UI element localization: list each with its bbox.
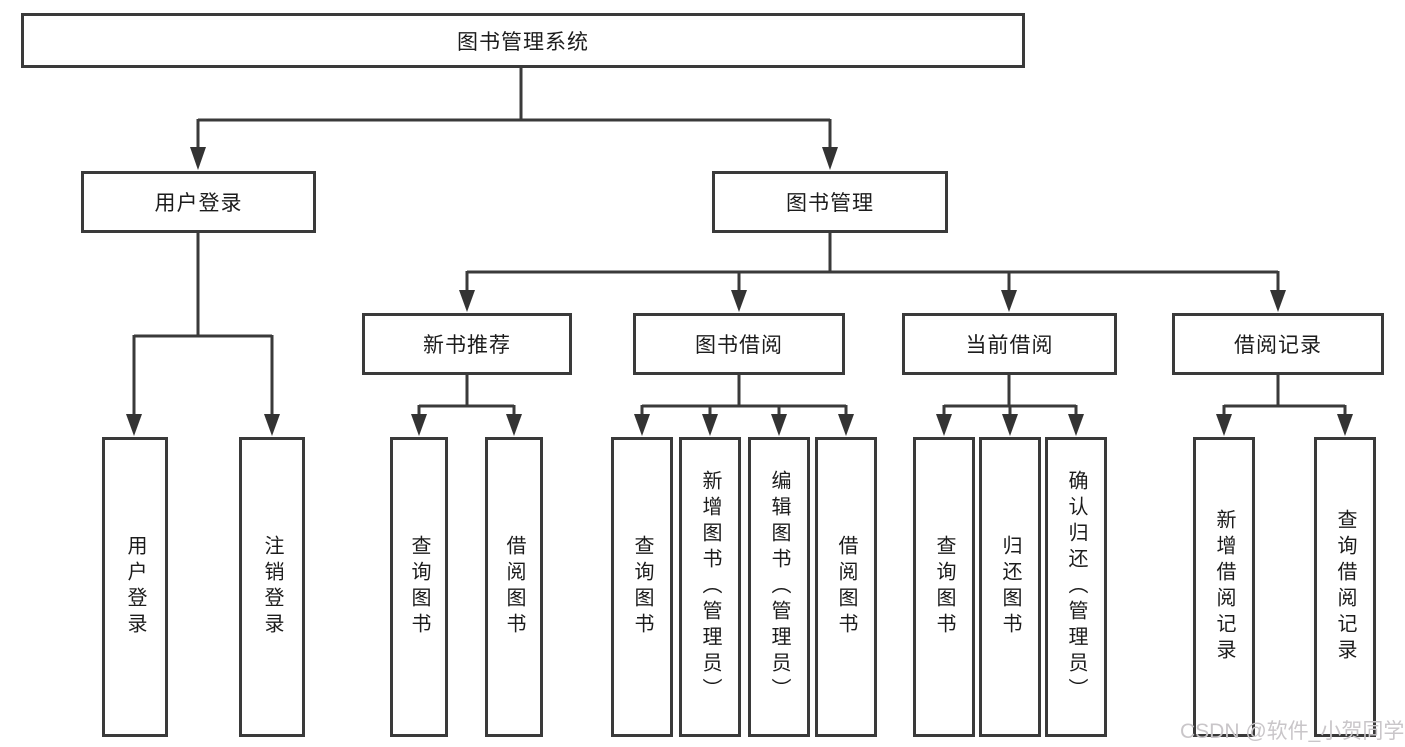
leaf-return-books-label: 归还图书 — [999, 535, 1021, 639]
watermark: CSDN @软件_小贺同学 — [1180, 720, 1405, 743]
leaf-add-books-admin: 新增图书（管理员） — [679, 437, 741, 737]
leaf-user-login: 用户登录 — [102, 437, 168, 737]
leaf-query-books-1-label: 查询图书 — [408, 535, 430, 639]
node-borrow-records: 借阅记录 — [1172, 313, 1384, 375]
leaf-query-books-1: 查询图书 — [390, 437, 448, 737]
node-user-login: 用户登录 — [81, 171, 316, 233]
leaf-edit-books-admin-label: 编辑图书（管理员） — [768, 470, 790, 704]
leaf-return-books: 归还图书 — [979, 437, 1041, 737]
leaf-borrow-books-1-label: 借阅图书 — [503, 535, 525, 639]
node-root: 图书管理系统 — [21, 13, 1025, 68]
leaf-query-books-3-label: 查询图书 — [933, 535, 955, 639]
leaf-query-books-2: 查询图书 — [611, 437, 673, 737]
leaf-borrow-books-1: 借阅图书 — [485, 437, 543, 737]
leaf-logout-label: 注销登录 — [261, 535, 283, 639]
leaf-logout: 注销登录 — [239, 437, 305, 737]
node-root-label: 图书管理系统 — [457, 30, 589, 54]
leaf-confirm-return-admin-label: 确认归还（管理员） — [1065, 470, 1087, 704]
leaf-query-borrow-record: 查询借阅记录 — [1314, 437, 1376, 737]
leaf-query-borrow-record-label: 查询借阅记录 — [1334, 509, 1356, 665]
leaf-query-books-2-label: 查询图书 — [631, 535, 653, 639]
leaf-query-books-3: 查询图书 — [913, 437, 975, 737]
node-book-borrow-label: 图书借阅 — [695, 334, 783, 357]
leaf-confirm-return-admin: 确认归还（管理员） — [1045, 437, 1107, 737]
node-book-management-label: 图书管理 — [786, 192, 874, 215]
node-current-borrow-label: 当前借阅 — [965, 334, 1054, 357]
leaf-borrow-books-2-label: 借阅图书 — [835, 535, 857, 639]
node-book-borrow: 图书借阅 — [633, 313, 845, 375]
node-current-borrow: 当前借阅 — [902, 313, 1117, 375]
node-user-login-label: 用户登录 — [154, 192, 243, 215]
leaf-add-borrow-record: 新增借阅记录 — [1193, 437, 1255, 737]
node-new-book-recommend-label: 新书推荐 — [423, 334, 511, 357]
leaf-borrow-books-2: 借阅图书 — [815, 437, 877, 737]
node-borrow-records-label: 借阅记录 — [1234, 334, 1322, 357]
leaf-edit-books-admin: 编辑图书（管理员） — [748, 437, 810, 737]
leaf-add-books-admin-label: 新增图书（管理员） — [699, 470, 721, 704]
node-book-management: 图书管理 — [712, 171, 948, 233]
node-new-book-recommend: 新书推荐 — [362, 313, 572, 375]
leaf-user-login-label: 用户登录 — [124, 535, 146, 639]
leaf-add-borrow-record-label: 新增借阅记录 — [1213, 509, 1235, 665]
